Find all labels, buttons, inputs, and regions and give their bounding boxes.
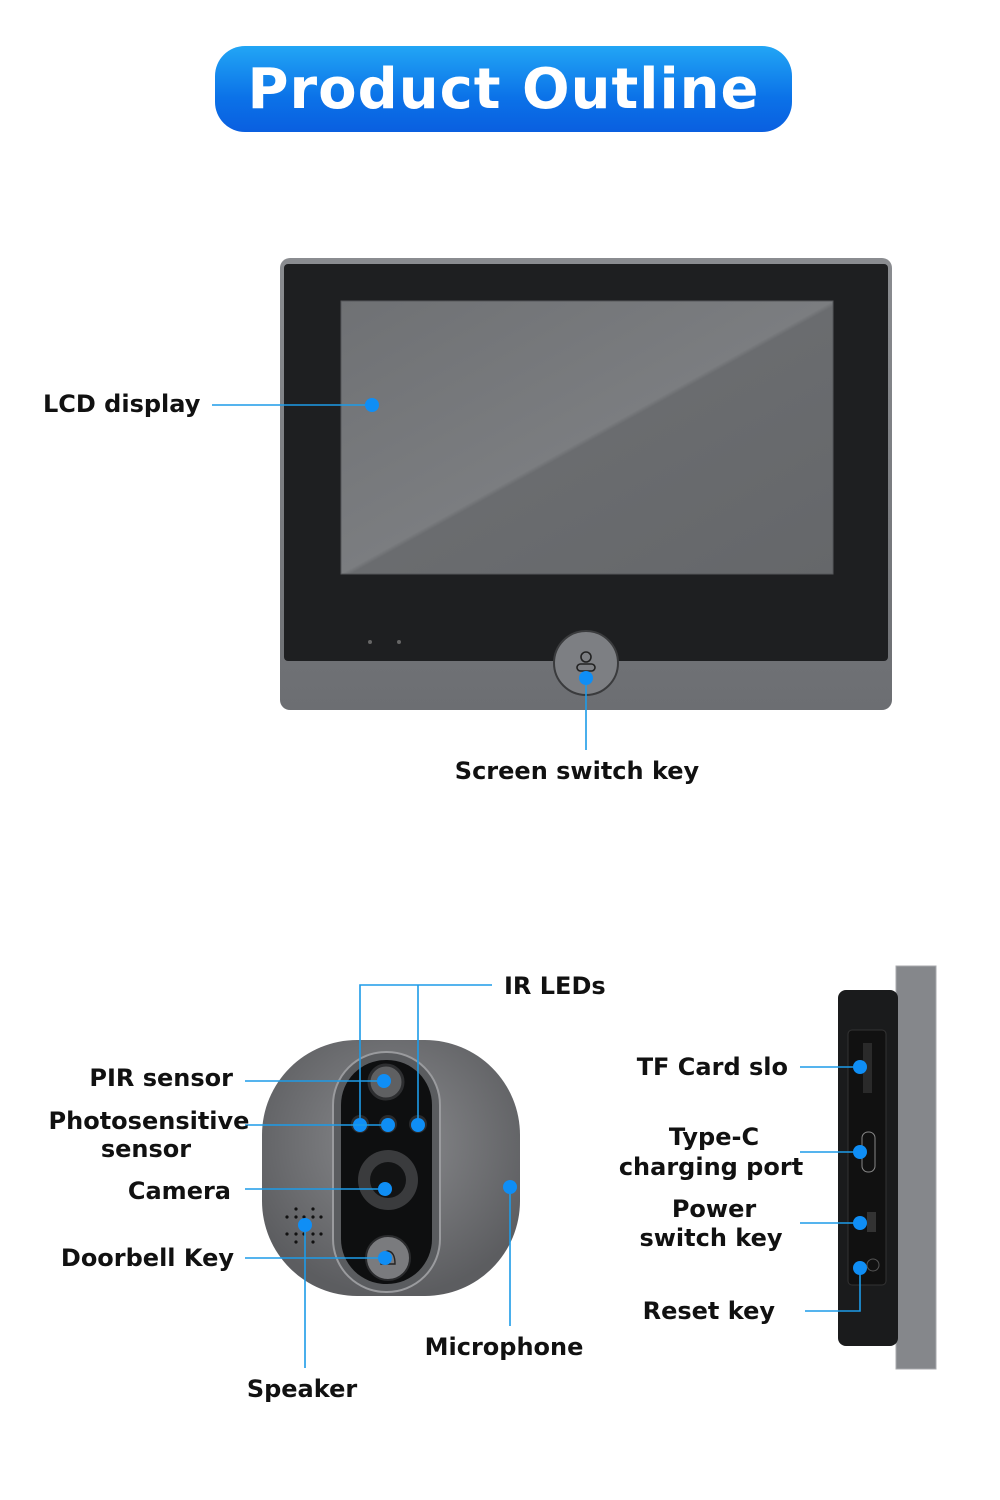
power-switch bbox=[867, 1212, 876, 1232]
label-microphone: Microphone bbox=[425, 1333, 584, 1361]
tf-card-slot bbox=[863, 1043, 872, 1093]
doorbell-camera bbox=[262, 1040, 520, 1296]
page-title: Product Outline bbox=[247, 56, 760, 122]
label-doorbell-key: Doorbell Key bbox=[61, 1244, 234, 1272]
label-ir-leds: IR LEDs bbox=[504, 972, 606, 1000]
label-photosensitive-2: sensor bbox=[101, 1135, 191, 1163]
label-tf-card: TF Card slo bbox=[637, 1053, 788, 1081]
label-power: Power bbox=[672, 1195, 757, 1223]
label-camera: Camera bbox=[128, 1177, 231, 1205]
label-screen-switch-key: Screen switch key bbox=[455, 757, 700, 785]
ir-leader-line bbox=[359, 984, 492, 1124]
speaker-grille bbox=[285, 1207, 323, 1244]
screen-switch-marker bbox=[579, 671, 593, 685]
person-icon bbox=[580, 651, 592, 663]
label-typec: Type-C bbox=[669, 1123, 759, 1151]
label-reset-key: Reset key bbox=[643, 1297, 776, 1325]
lcd-screen bbox=[340, 300, 834, 575]
reset-hole bbox=[866, 1258, 880, 1272]
label-speaker: Speaker bbox=[247, 1375, 358, 1403]
indicator-dot bbox=[397, 640, 401, 644]
label-pir-sensor: PIR sensor bbox=[89, 1064, 233, 1092]
label-lcd-display: LCD display bbox=[43, 390, 201, 418]
label-power-2: switch key bbox=[639, 1224, 782, 1252]
monitor-side-view bbox=[838, 965, 937, 1370]
label-typec-2: charging port bbox=[619, 1153, 803, 1181]
indicator-dot bbox=[368, 640, 372, 644]
title-banner: Product Outline bbox=[215, 46, 792, 132]
lcd-marker bbox=[365, 398, 379, 412]
label-photosensitive: Photosensitive bbox=[49, 1107, 250, 1135]
monitor-front bbox=[280, 258, 892, 710]
